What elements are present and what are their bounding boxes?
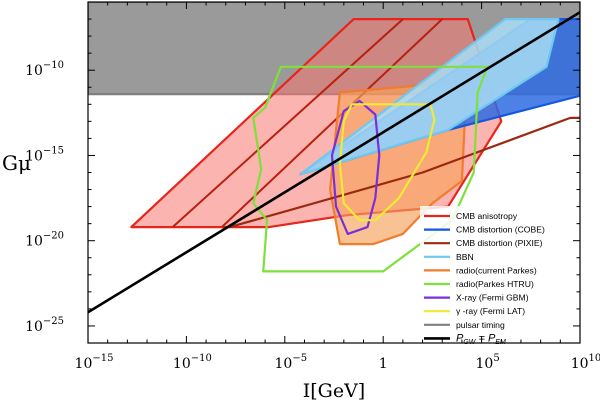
legend-label-pulsar-timing: pulsar timing (456, 320, 505, 330)
region-bbn (299, 18, 560, 176)
x-axis-label: I[GeV] (303, 380, 365, 402)
x-tick-label: 10−10 (173, 353, 212, 372)
legend-label-radio-current-parkes: radio(current Parkes) (456, 265, 537, 275)
region-p-gw-p-em (88, 11, 580, 314)
region-x-ray-fermi-gbm (330, 99, 381, 235)
cmb-anisotropy-inner-line-1 (171, 18, 404, 228)
x-tick-label: 1010 (571, 353, 600, 372)
y-tick-label: 10−10 (25, 60, 64, 79)
cmb-anisotropy-inner-line-2 (221, 18, 443, 228)
legend-label-cmb-distortion-cobe: CMB distortion (COBE) (456, 225, 545, 235)
legend-label-cmb-distortion-pixie: CMB distortion (PIXIE) (456, 238, 543, 248)
y-tick-label: 10−15 (25, 145, 64, 164)
legend-label-cmb-anisotropy: CMB anisotropy (456, 211, 518, 221)
region-ray-fermi-lat (338, 103, 436, 222)
axis-ticks (87, 1, 581, 344)
x-tick-label: 10−15 (75, 353, 114, 372)
y-tick-label: 10−20 (25, 231, 64, 250)
legend-label-x-ray-fermi-gbm: X-ray (Fermi GBM) (456, 293, 529, 303)
constraint-regions (88, 2, 580, 314)
legend-label-radio-parkes-htru: radio(Parkes HTRU) (456, 279, 534, 289)
tick-labels: 10−15 10−10 10−5 1 105 1010 10−10 10−15 10−20 10−… (25, 60, 600, 372)
legend-label-bbn: BBN (456, 252, 474, 262)
y-axis-label: Gμ (2, 151, 31, 175)
x-tick-label: 105 (475, 353, 499, 372)
x-tick-label: 10−5 (275, 353, 308, 372)
legend-label-ray-fermi-lat: γ -ray (Fermi LAT) (456, 306, 525, 316)
region-cmb-distortion-pixie (229, 116, 580, 229)
x-tick-label: 1 (379, 356, 388, 372)
y-tick-label: 10−25 (25, 316, 64, 335)
